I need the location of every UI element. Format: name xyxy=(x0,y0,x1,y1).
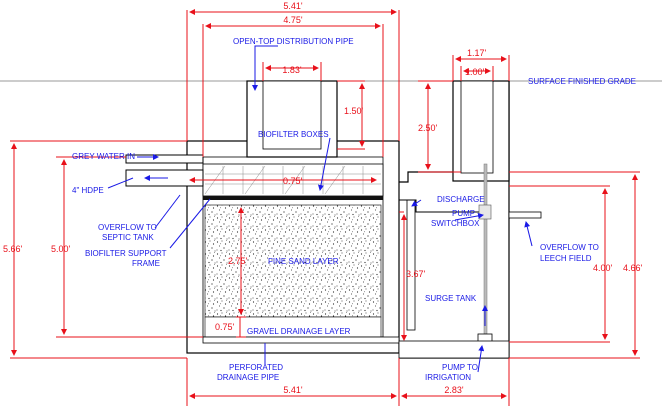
dim-top-overall: 5.41' xyxy=(283,1,303,11)
dimension-lines xyxy=(10,9,640,406)
label-leaders xyxy=(107,45,533,373)
label-grey-water-in: GREY WATER IN xyxy=(72,152,135,161)
label-overflow-septic-1: OVERFLOW TO xyxy=(98,223,157,232)
dim-bottom-right: 2.83' xyxy=(444,385,464,395)
label-pump-irrigation-2: IRRIGATION xyxy=(425,373,471,382)
dim-bottom-left: 5.41' xyxy=(283,385,303,395)
label-surge-tank: SURGE TANK xyxy=(425,294,477,303)
dim-left-overall: 5.66' xyxy=(3,244,23,254)
dim-right-inner: 4.00' xyxy=(593,263,613,273)
distribution-pipe-box xyxy=(246,80,338,158)
dim-surge-depth: 2.50' xyxy=(418,123,438,133)
label-biofilter-frame-2: FRAME xyxy=(132,259,160,268)
label-perforated-1: PERFORATED xyxy=(229,363,283,372)
dim-top-inner: 4.75' xyxy=(283,15,303,25)
label-gravel-layer: GRAVEL DRAINAGE LAYER xyxy=(247,327,351,336)
label-pump-irrigation-1: PUMP TO xyxy=(442,363,478,372)
label-pump-switchbox-1: PUMP xyxy=(452,209,475,218)
dim-biofilter-thick: 0.75' xyxy=(283,176,303,186)
label-hdpe: 4" HDPE xyxy=(72,186,104,195)
dim-right-overall: 4.66' xyxy=(623,263,643,273)
dim-gravel-thick: 0.75' xyxy=(215,322,235,332)
dim-left-inner: 5.00' xyxy=(51,244,71,254)
overflow-leech-pipe xyxy=(508,211,542,219)
label-distribution-pipe: OPEN-TOP DISTRIBUTION PIPE xyxy=(233,37,354,46)
perforated-drainage-pipe xyxy=(202,336,400,344)
biofilter-support-frame xyxy=(203,196,383,200)
label-overflow-septic-2: SEPTIC TANK xyxy=(102,233,154,242)
label-surface-grade: SURFACE FINISHED GRADE xyxy=(528,77,636,86)
label-biofilter-boxes: BIOFILTER BOXES xyxy=(258,130,329,139)
label-fine-sand: FINE SAND LAYER xyxy=(268,257,339,266)
label-biofilter-frame-1: BIOFILTER SUPPORT xyxy=(85,249,167,258)
dim-pipe-width: 1.83' xyxy=(282,65,302,75)
surge-tank xyxy=(398,80,542,359)
dim-pipe-height: 1.50' xyxy=(344,106,364,116)
label-pump-switchbox-2: SWITCHBOX xyxy=(431,219,480,228)
label-discharge: DISCHARGE xyxy=(437,195,485,204)
main-tank xyxy=(186,140,400,354)
dim-surge-pipe-outer: 1.17' xyxy=(467,48,487,58)
label-overflow-leech-1: OVERFLOW TO xyxy=(540,243,599,252)
label-perforated-2: DRAINAGE PIPE xyxy=(217,373,279,382)
pump-switchbox xyxy=(478,204,492,220)
dim-surge-water: 3.67' xyxy=(406,269,426,279)
label-overflow-leech-2: LEECH FIELD xyxy=(540,254,592,263)
dim-surge-pipe-inner: 1.00' xyxy=(465,67,485,77)
fine-sand-layer xyxy=(204,204,382,318)
dim-sand-depth: 2.75' xyxy=(228,256,248,266)
grey-water-inlet-pipe xyxy=(125,154,204,187)
